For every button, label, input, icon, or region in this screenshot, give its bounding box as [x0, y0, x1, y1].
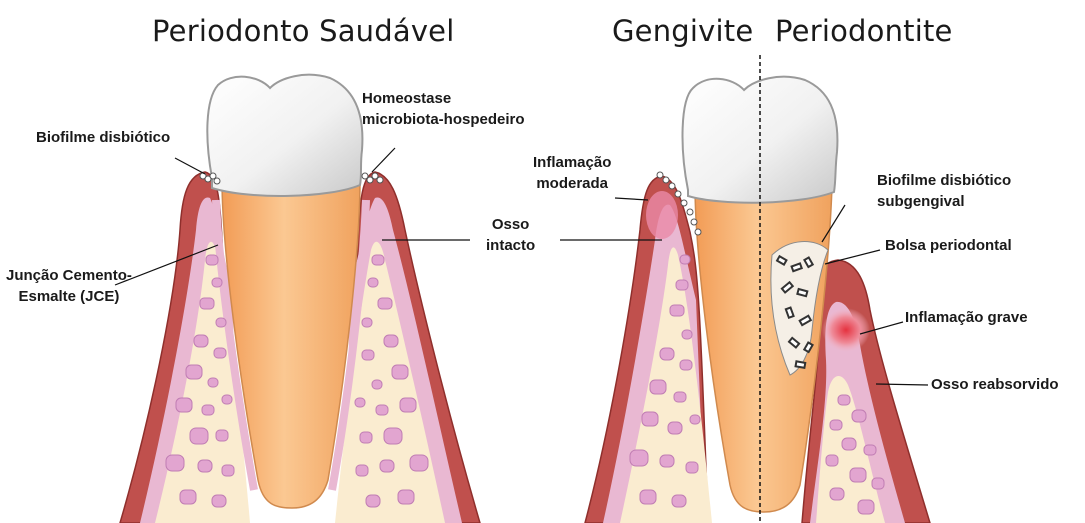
label-cej: Junção Cemento- Esmalte (JCE) [6, 265, 132, 307]
label-homeostasis-line1: Homeostase [362, 88, 525, 109]
label-inflammation-moderate-line1: Inflamação [533, 152, 611, 173]
label-bone-resorbed: Osso reabsorvido [931, 374, 1059, 395]
healthy-crown [207, 75, 362, 196]
label-cej-line1: Junção Cemento- [6, 265, 132, 286]
label-bone-intact: Osso intacto [486, 214, 535, 256]
label-homeostasis: Homeostase microbiota-hospedeiro [362, 88, 525, 130]
label-inflammation-moderate: Inflamação moderada [533, 152, 611, 194]
label-subgingival-biofilm-line2: subgengival [877, 191, 1011, 212]
diseased-tooth-group [585, 77, 930, 523]
healthy-tooth-group [120, 75, 480, 523]
label-inflammation-severe: Inflamação grave [905, 307, 1028, 328]
label-biofilm-dysbiotic: Biofilme disbiótico [36, 127, 170, 148]
label-subgingival-biofilm: Biofilme disbiótico subgengival [877, 170, 1011, 212]
label-homeostasis-line2: microbiota-hospedeiro [362, 109, 525, 130]
label-bone-intact-line1: Osso [486, 214, 535, 235]
label-bone-intact-line2: intacto [486, 235, 535, 256]
label-cej-line2: Esmalte (JCE) [6, 286, 132, 307]
label-subgingival-biofilm-line1: Biofilme disbiótico [877, 170, 1011, 191]
label-inflammation-moderate-line2: moderada [533, 173, 611, 194]
label-periodontal-pocket: Bolsa periodontal [885, 235, 1012, 256]
